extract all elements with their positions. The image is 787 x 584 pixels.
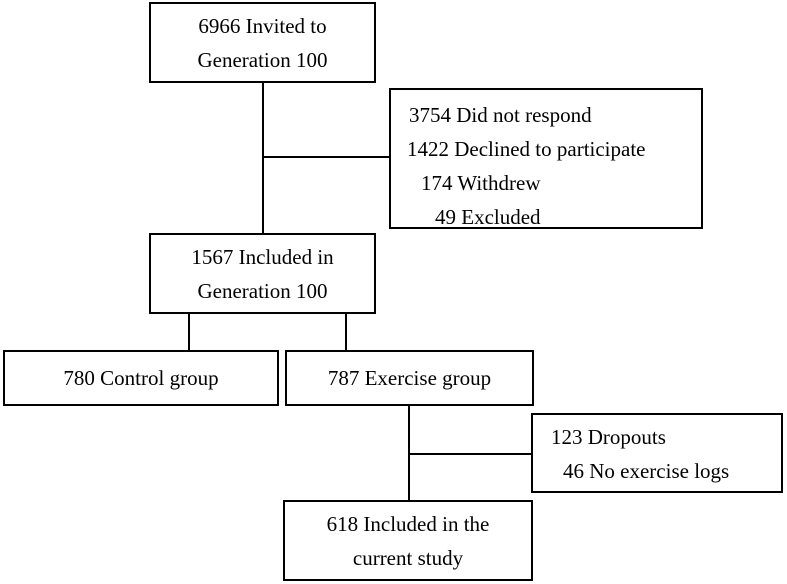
invited-line-2: Generation 100 [197,47,328,72]
included-line-2: Generation 100 [197,278,328,303]
dropouts-box: 123 Dropouts 46 No exercise logs [531,413,783,493]
control-group-box: 780 Control group [3,350,279,406]
included-line-1: 1567 Included in [191,244,334,269]
did-not-respond-text: 3754 Did not respond [409,103,592,127]
connector-to-excluded [262,156,390,158]
excluded-text: 49 Excluded [435,205,541,229]
invited-box: 6966 Invited to Generation 100 [149,2,376,83]
exercise-group-box: 787 Exercise group [285,350,534,406]
control-group-text: 780 Control group [63,366,219,390]
connector-included-right [345,314,347,350]
declined-text: 1422 Declined to participate [407,137,646,161]
included-box: 1567 Included in Generation 100 [149,233,376,314]
excluded-box: 3754 Did not respond 1422 Declined to pa… [389,88,703,229]
connector-to-dropouts [408,453,532,455]
current-study-line-2: current study [352,545,464,570]
connector-included-left [188,314,190,350]
current-study-line-1: 618 Included in the [326,511,490,536]
withdrew-text: 174 Withdrew [421,171,541,195]
invited-line-1: 6966 Invited to [198,13,327,38]
dropouts-text: 123 Dropouts [551,425,666,449]
no-exercise-logs-text: 46 No exercise logs [563,459,730,483]
current-study-box: 618 Included in the current study [283,500,533,581]
connector-invited-to-included [262,83,264,233]
exercise-group-text: 787 Exercise group [327,366,492,390]
